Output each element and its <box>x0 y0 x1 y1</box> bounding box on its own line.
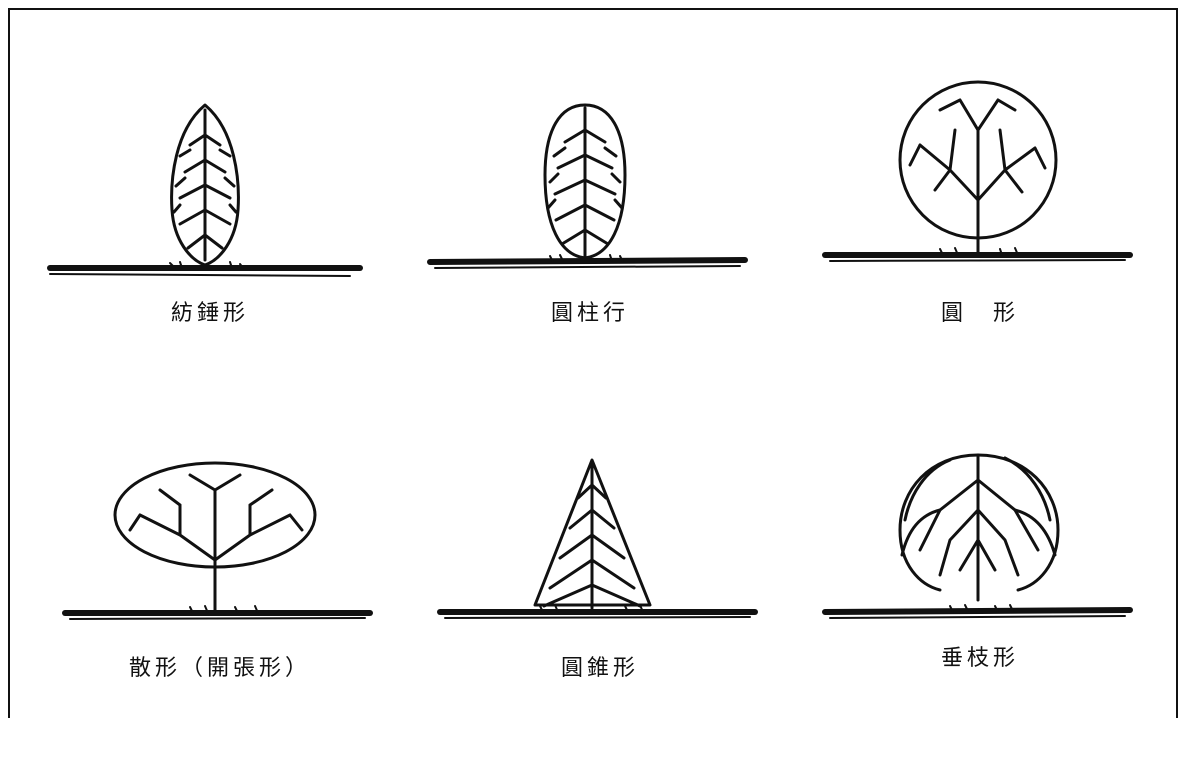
label-cylinder: 圓柱行 <box>410 295 770 327</box>
figure-frame: 紡錘形 圓柱行 <box>8 8 1178 718</box>
cylinder-tree-illustration <box>410 90 770 410</box>
conical-tree-illustration <box>420 450 780 770</box>
tree-form-spindle: 紡錘形 <box>30 90 390 410</box>
label-conical: 圓錐形 <box>420 650 780 682</box>
tree-form-round: 圓 形 <box>800 70 1160 390</box>
spreading-tree-illustration <box>40 450 400 770</box>
label-weeping: 垂枝形 <box>800 640 1160 672</box>
tree-form-conical: 圓錐形 <box>420 450 780 770</box>
tree-form-spreading: 散形（開張形） <box>40 450 400 770</box>
tree-form-cylinder: 圓柱行 <box>410 90 770 410</box>
weeping-tree-illustration <box>800 440 1160 760</box>
label-round: 圓 形 <box>800 295 1160 327</box>
spindle-tree-illustration <box>30 90 390 410</box>
round-tree-illustration <box>800 70 1160 390</box>
label-spindle: 紡錘形 <box>30 295 390 327</box>
label-spreading: 散形（開張形） <box>40 650 400 682</box>
tree-form-weeping: 垂枝形 <box>800 440 1160 760</box>
